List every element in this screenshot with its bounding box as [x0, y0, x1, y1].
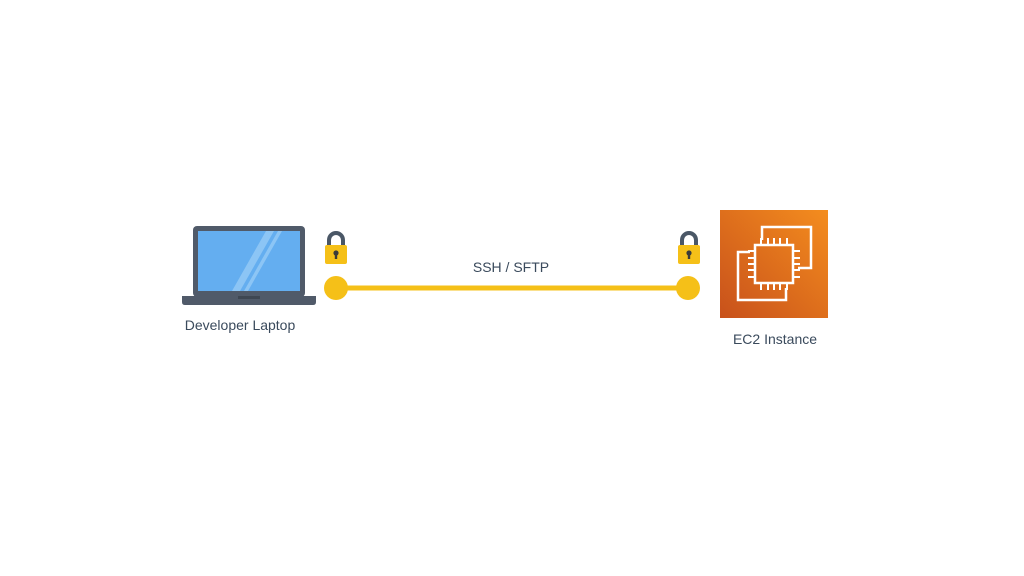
ec2-instance-label: EC2 Instance: [732, 331, 818, 347]
laptop-icon: [182, 226, 316, 305]
padlock-icon: [678, 231, 700, 264]
connector-endpoint-left: [324, 276, 348, 300]
laptop-label: Developer Laptop: [184, 317, 296, 333]
connector-endpoint-right: [676, 276, 700, 300]
ec2-chip-icon: [720, 210, 828, 318]
padlock-icon: [325, 231, 347, 264]
connection-label: SSH / SFTP: [472, 259, 550, 275]
